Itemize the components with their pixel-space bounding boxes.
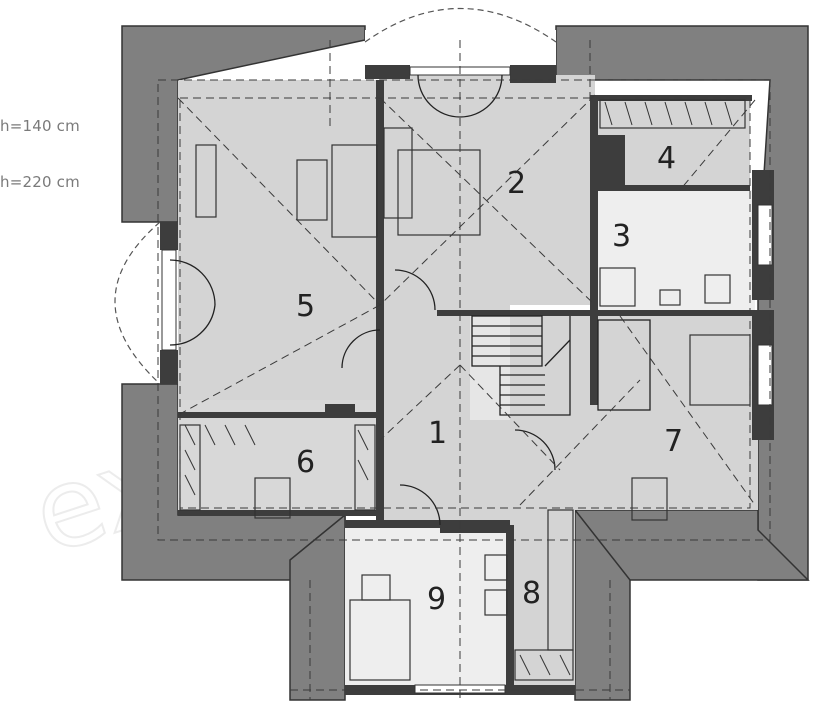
dashed-lines [157,40,771,700]
roof-bottom-left [289,513,346,701]
room-label-2: 2 [507,166,526,201]
legend-h140: h=140 cm [0,117,80,135]
bay-top [364,8,557,43]
bay-windows [114,8,557,385]
room-label-3: 3 [612,219,631,254]
furniture [179,99,751,681]
bay-left [114,221,161,385]
room-labels: 1 2 3 4 5 6 7 8 9 [296,141,683,617]
room-label-4: 4 [657,141,676,176]
room-label-1: 1 [428,416,447,451]
room-label-7: 7 [664,424,683,459]
floor-room-6 [178,400,380,515]
bed [397,149,481,236]
shower-3 [599,267,636,307]
roof [121,25,810,701]
doors [169,74,556,526]
room-label-9: 9 [427,582,446,617]
walls [160,65,774,695]
desk [689,334,751,406]
room-label-8: 8 [522,576,541,611]
sink-9b [484,589,508,616]
sofa [331,144,378,238]
room-label-5: 5 [296,289,315,324]
sink-3 [659,289,681,306]
legend-h220: h=220 cm [0,173,80,191]
floors [178,30,758,690]
room-label-6: 6 [296,445,315,480]
wc-9 [361,574,391,601]
floor-room-2 [380,75,595,305]
stairs [471,315,651,416]
tv-unit [195,144,217,218]
floor-room-9 [345,525,510,690]
floor-room-8 [510,510,575,690]
floor-room-5 [178,80,380,400]
wc-3 [704,274,731,304]
coffee-table [296,159,328,221]
sink-9a [484,554,508,581]
wardrobe-hatch [184,101,733,676]
